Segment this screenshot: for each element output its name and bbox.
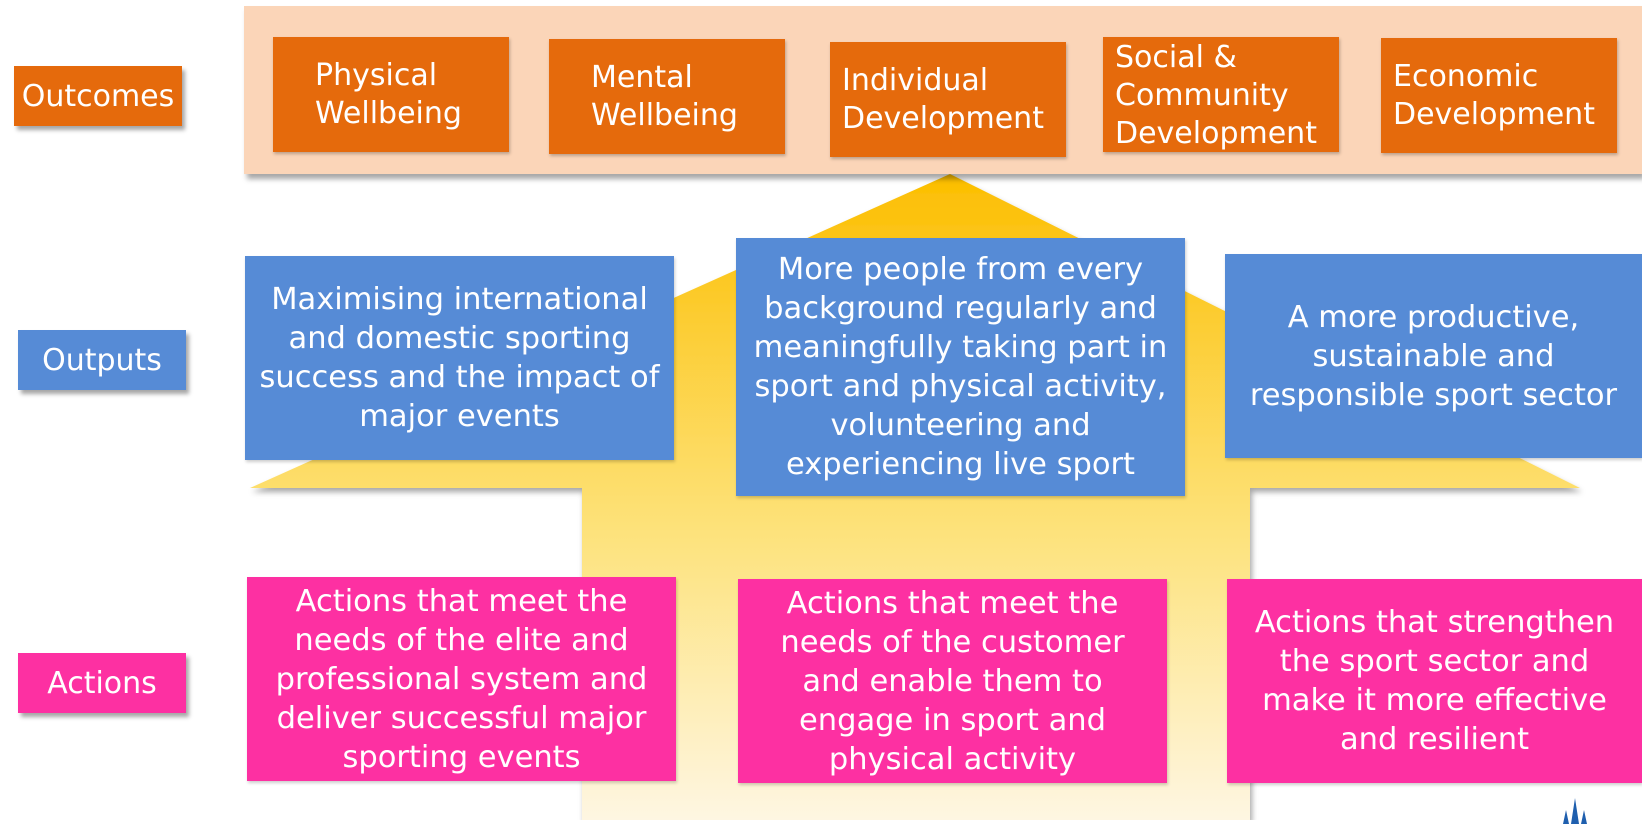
outcome-social-community-development: Social & Community Development (1103, 37, 1339, 152)
action-customer-needs: Actions that meet the needs of the custo… (738, 579, 1167, 783)
action-strengthen-sport-sector: Actions that strengthen the sport sector… (1227, 579, 1642, 783)
output-productive-sport-sector: A more productive, sustainable and respo… (1225, 254, 1642, 458)
outcome-economic-development: Economic Development (1381, 38, 1617, 153)
corner-logo-icon (1563, 798, 1587, 824)
output-sporting-success: Maximising international and domestic sp… (245, 256, 674, 460)
outputs-label: Outputs (18, 330, 186, 390)
outcomes-label: Outcomes (14, 66, 182, 126)
outcome-individual-development: Individual Development (830, 42, 1066, 157)
outcome-physical-wellbeing: Physical Wellbeing (273, 37, 509, 152)
action-elite-professional-system: Actions that meet the needs of the elite… (247, 577, 676, 781)
outcome-mental-wellbeing: Mental Wellbeing (549, 39, 785, 154)
output-more-people-taking-part: More people from every background regula… (736, 238, 1185, 496)
actions-label: Actions (18, 653, 186, 713)
